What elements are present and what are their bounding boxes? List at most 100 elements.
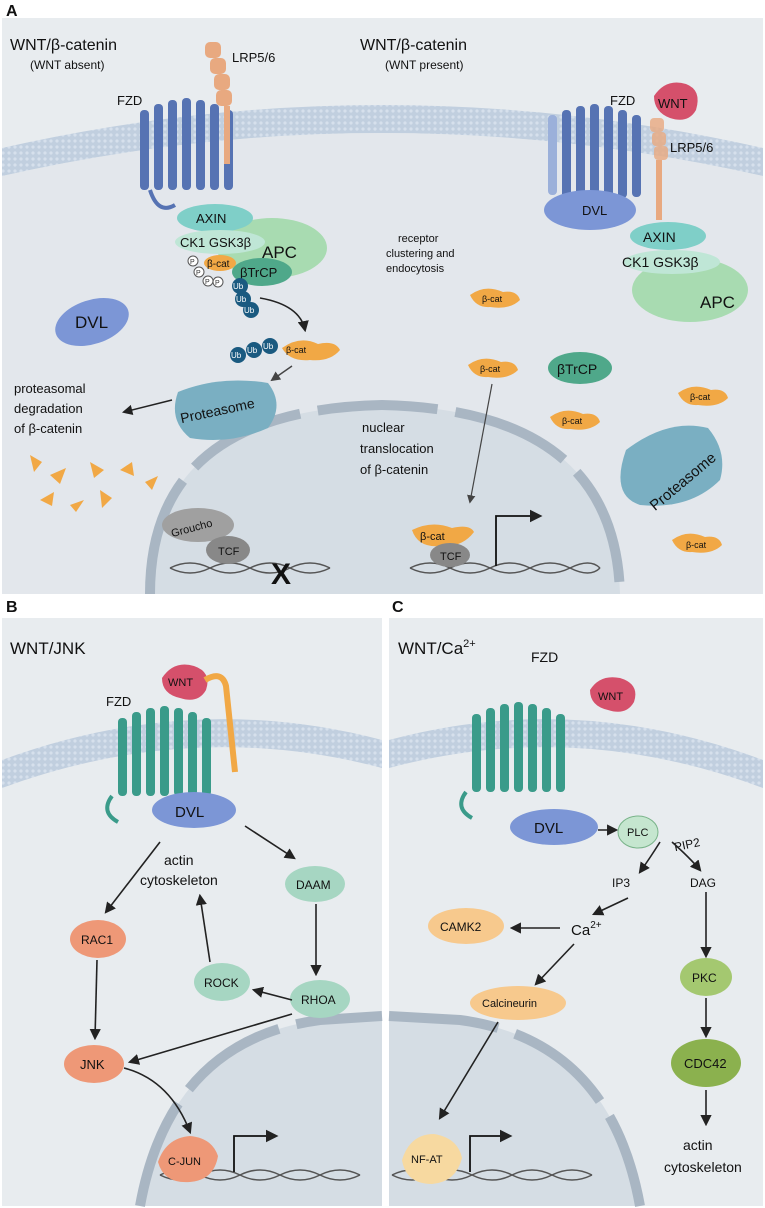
jnk-node xyxy=(64,1045,124,1083)
svg-text:β-cat: β-cat xyxy=(286,345,307,355)
camk2-label: CAMK2 xyxy=(440,920,482,934)
calcineurin-label: Calcineurin xyxy=(482,998,537,1010)
actin-b-line-1: actin xyxy=(164,852,194,868)
panel-c-letter: C xyxy=(392,599,404,616)
translocation-line-1: nuclear xyxy=(362,420,405,435)
arrow-nuclear-translocation xyxy=(467,383,493,504)
fzd-label-left: FZD xyxy=(117,93,142,108)
phospho-groups: P P P P xyxy=(187,255,224,288)
actin-c-line-2: cytoskeleton xyxy=(664,1159,742,1175)
rac1-node xyxy=(70,920,126,958)
fzd-label-b: FZD xyxy=(106,694,131,709)
degradation-line-1: proteasomal xyxy=(14,381,86,396)
fzd-receptor-left xyxy=(140,98,233,210)
svg-text:Ub: Ub xyxy=(244,306,255,315)
dvl-b xyxy=(152,792,236,828)
wnt-ligand-c xyxy=(590,677,636,712)
wnt-ligand-a xyxy=(654,82,698,120)
free-beta-cat-molecules: β-cat β-cat β-cat β-cat β-cat xyxy=(468,288,728,553)
dvl-label-left: DVL xyxy=(75,313,108,332)
lrp-coreceptor-left xyxy=(205,42,232,164)
panel-a-left-title: WNT/β-catenin xyxy=(10,37,117,54)
plc-node xyxy=(617,815,659,849)
camk2-node xyxy=(428,908,504,944)
panel-b-title: WNT/JNK xyxy=(10,639,86,658)
clustering-line-3: endocytosis xyxy=(386,263,445,275)
svg-text:Ub: Ub xyxy=(236,295,247,304)
panel-b: B WNT/JNK WNT FZD DVL actin cytoskeleton… xyxy=(2,599,383,1207)
ck1-gsk-blob-right xyxy=(624,250,720,274)
svg-text:β-cat: β-cat xyxy=(482,294,503,304)
wnt-label-b: WNT xyxy=(168,677,193,689)
degraded-fragments xyxy=(30,455,158,512)
transcription-blocked-mark: X xyxy=(271,558,291,591)
plasma-membrane-b xyxy=(2,719,382,788)
beta-cat-bound xyxy=(204,255,236,271)
arrows-panel-b xyxy=(89,825,322,1135)
wnt-ligand-b xyxy=(162,664,208,700)
svg-text:P: P xyxy=(190,259,195,266)
tcf-left xyxy=(206,536,250,564)
dvl-label-b: DVL xyxy=(175,804,204,821)
panel-b-letter: B xyxy=(6,599,18,616)
clustering-line-1: receptor xyxy=(398,233,439,245)
lrp-coreceptor-b xyxy=(203,673,238,773)
calcineurin-node xyxy=(470,986,566,1020)
svg-text:P: P xyxy=(215,280,220,287)
nuclear-envelope-a xyxy=(145,399,625,595)
axin-blob xyxy=(177,204,253,232)
apc-label-right: APC xyxy=(700,293,735,312)
dvl-label-c: DVL xyxy=(534,820,563,837)
arrow-to-proteasome xyxy=(270,365,293,382)
dag-label: DAG xyxy=(690,876,716,890)
cdc42-label: CDC42 xyxy=(684,1056,727,1071)
fzd-label-c: FZD xyxy=(531,649,558,665)
arrow-ubiquitination xyxy=(259,297,309,333)
translocation-line-2: translocation xyxy=(360,441,434,456)
calcium-label: Ca2+ xyxy=(571,920,602,939)
lrp-label-left: LRP5/6 xyxy=(232,50,275,65)
axin-label: AXIN xyxy=(196,211,226,226)
rock-node xyxy=(194,963,250,1001)
axin-blob-right xyxy=(630,222,706,250)
lrp-coreceptor-right xyxy=(650,118,668,220)
nfat-protein xyxy=(402,1134,462,1184)
pkc-label: PKC xyxy=(692,971,717,985)
nuclear-envelope-b xyxy=(135,1011,383,1207)
ubiquitin-chain-complex: Ub Ub Ub xyxy=(232,278,259,318)
degradation-line-2: degradation xyxy=(14,401,83,416)
transcription-arrow-b xyxy=(233,1129,279,1172)
transcription-arrow-c xyxy=(469,1129,513,1172)
svg-text:Ub: Ub xyxy=(231,351,242,360)
dvl-c xyxy=(510,809,598,845)
beta-cat-label-nuclear: β-cat xyxy=(420,531,445,543)
ubiquitinated-beta-cat: Ub Ub Ub β-cat xyxy=(230,338,340,363)
svg-text:Ub: Ub xyxy=(247,346,258,355)
btrcp-label-free: βTrCP xyxy=(557,361,597,377)
svg-text:P: P xyxy=(205,279,210,286)
ck1-gsk-label-right: CK1 GSK3β xyxy=(622,254,699,270)
btrcp-free xyxy=(548,352,612,384)
plasma-membrane-c xyxy=(389,719,763,788)
arrow-pip2-dag xyxy=(671,841,702,872)
tcf-label-left: TCF xyxy=(218,546,240,558)
ck1-gsk-blob xyxy=(175,230,265,254)
beta-cat-nuclear xyxy=(412,524,474,547)
apc-blob-right xyxy=(632,258,748,322)
svg-text:β-cat: β-cat xyxy=(686,540,707,550)
fzd-receptor-b xyxy=(105,706,211,824)
tcf-label-right: TCF xyxy=(440,551,462,563)
nucleus-a xyxy=(150,405,620,594)
rhoa-label: RHOA xyxy=(301,993,336,1007)
proteasome-left xyxy=(174,380,277,441)
cjun-protein xyxy=(158,1136,218,1183)
actin-b-line-2: cytoskeleton xyxy=(140,872,218,888)
dvl-label-right: DVL xyxy=(582,203,607,218)
rock-label: ROCK xyxy=(204,976,239,990)
axin-label-right: AXIN xyxy=(643,229,676,245)
beta-cat-label-bound: β-cat xyxy=(207,259,230,270)
panel-a-right-title: WNT/β-catenin xyxy=(360,37,467,54)
svg-text:β-cat: β-cat xyxy=(480,364,501,374)
